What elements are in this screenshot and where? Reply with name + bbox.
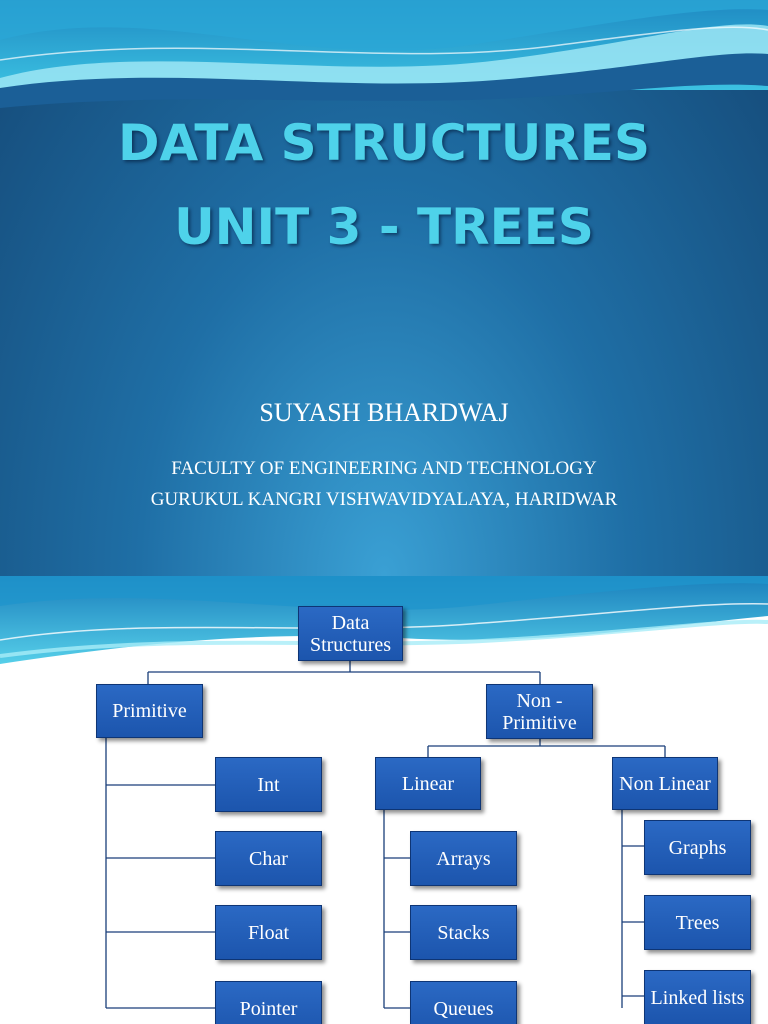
node-char: Char (215, 831, 322, 886)
node-int: Int (215, 757, 322, 812)
node-arrays: Arrays (410, 831, 517, 886)
node-non-linear: Non Linear (612, 757, 718, 810)
node-linked-lists: Linked lists (644, 970, 751, 1024)
node-stacks: Stacks (410, 905, 517, 960)
wave-header-decoration (0, 0, 768, 108)
node-primitive: Primitive (96, 684, 203, 738)
affiliation-line-1: FACULTY OF ENGINEERING AND TECHNOLOGY (171, 458, 597, 479)
node-data-structures: Data Structures (298, 606, 403, 661)
title-line-2: UNIT 3 - TREES (174, 198, 594, 256)
title-slide: DATA STRUCTURES UNIT 3 - TREES SUYASH BH… (0, 0, 768, 576)
author-name: SUYASH BHARDWAJ (259, 398, 509, 427)
node-trees: Trees (644, 895, 751, 950)
node-float: Float (215, 905, 322, 960)
tree-connectors (105, 661, 666, 1009)
node-linear: Linear (375, 757, 481, 810)
classification-slide: Data Structures Primitive Non - Primitiv… (0, 576, 768, 1024)
affiliation-line-2: GURUKUL KANGRI VISHWAVIDYALAYA, HARIDWAR (150, 489, 618, 510)
node-pointer: Pointer (215, 981, 322, 1024)
node-graphs: Graphs (644, 820, 751, 875)
node-non-primitive: Non - Primitive (486, 684, 593, 739)
node-queues: Queues (410, 981, 517, 1024)
title-line-1: DATA STRUCTURES (118, 114, 650, 172)
